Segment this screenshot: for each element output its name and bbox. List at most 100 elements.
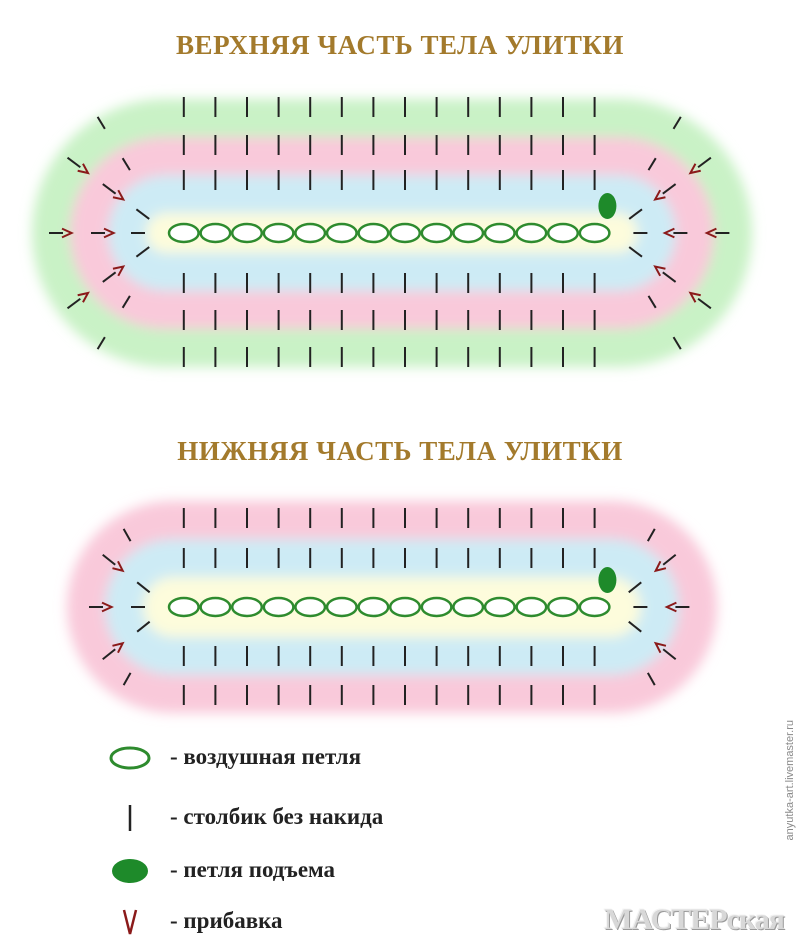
chain-loop <box>294 222 327 244</box>
chain-loop <box>483 222 516 244</box>
stitch-mark <box>662 648 677 661</box>
increase-mark <box>103 227 117 239</box>
stitch-mark <box>646 672 656 686</box>
chain-loop <box>546 222 580 244</box>
stitch-mark <box>135 246 150 258</box>
chain-loop <box>262 222 295 244</box>
legend-label: - прибавка <box>170 908 283 933</box>
stitch-mark <box>646 528 656 542</box>
stitch-mark <box>121 295 131 309</box>
chain-loop <box>388 222 422 244</box>
lift-loop <box>598 193 617 219</box>
increase-mark <box>112 189 126 201</box>
chain-loop <box>452 596 485 618</box>
chain-loop <box>420 596 453 618</box>
increase-mark <box>653 560 667 573</box>
chain-loop <box>262 596 295 618</box>
increase-mark <box>662 227 675 239</box>
chain-loop <box>230 596 264 618</box>
increase-mark <box>664 601 677 613</box>
chain-loop-icon <box>109 746 151 770</box>
title-bottom: НИЖНЯЯ ЧАСТЬ ТЕЛА УЛИТКИ <box>177 436 623 466</box>
increase-mark <box>77 291 90 303</box>
stitch-mark <box>102 183 117 195</box>
chain-loop <box>357 222 390 244</box>
increase-mark <box>653 641 667 654</box>
chain-loop <box>167 222 200 244</box>
chain-loop <box>325 222 358 244</box>
chain-loop <box>515 222 548 244</box>
stitch-mark <box>121 157 131 171</box>
legend-increase: - прибавка <box>100 902 600 942</box>
stitch-mark <box>96 336 106 350</box>
increase-mark <box>112 265 126 277</box>
single-crochet-icon <box>128 805 132 831</box>
chain-loop <box>546 596 580 618</box>
title-top: ВЕРХНЯЯ ЧАСТЬ ТЕЛА УЛИТКИ <box>176 30 624 60</box>
stitch-mark <box>628 208 643 220</box>
stitch-mark <box>662 183 677 195</box>
stitch-mark <box>102 648 116 661</box>
increase-mark <box>77 163 90 175</box>
chain-loop <box>325 596 358 618</box>
lift-loop-icon <box>112 859 148 883</box>
chain-loop <box>294 596 327 618</box>
stitch-mark <box>662 553 677 566</box>
stitch-mark <box>628 620 642 633</box>
stitch-mark <box>102 553 116 566</box>
legend-label: - петля подъема <box>170 857 336 882</box>
stitch-mark <box>136 620 151 633</box>
stitch-layer <box>89 508 690 705</box>
chain-loop <box>420 222 453 244</box>
stitch-mark <box>647 157 657 171</box>
increase-mark <box>653 265 666 277</box>
chain-loop <box>199 222 232 244</box>
chain-loop <box>515 596 548 618</box>
watermark-logo: МАСТЕРская <box>604 903 785 936</box>
stitch-mark <box>697 297 712 310</box>
chain-loop <box>483 596 516 618</box>
stitch-mark <box>66 297 81 310</box>
chain-loop <box>357 596 390 618</box>
stitch-mark <box>628 246 643 258</box>
chain-loop <box>388 596 422 618</box>
increase-mark <box>688 291 701 303</box>
chain-loop <box>167 596 200 618</box>
diagram-upper-body <box>32 97 752 367</box>
chain-loop <box>230 222 264 244</box>
watermark-url: anyutka-art.livemaster.ru <box>784 720 796 841</box>
stitch-mark <box>96 116 106 130</box>
diagram-lower-body <box>67 501 717 713</box>
stitch-mark <box>66 156 81 169</box>
chain-loop <box>199 596 232 618</box>
chain-loop <box>452 222 485 244</box>
increase-mark <box>704 227 717 239</box>
stitch-mark <box>647 295 657 309</box>
legend-label: - воздушная петля <box>170 744 362 769</box>
increase-mark <box>61 227 75 239</box>
increase-mark <box>101 601 115 613</box>
legend-single-crochet: - столбик без накида <box>100 798 600 838</box>
stitch-mark <box>102 271 117 283</box>
stitch-mark <box>122 528 132 542</box>
stitch-mark <box>697 156 712 169</box>
stitch-mark <box>672 116 682 130</box>
stitch-mark <box>135 208 150 220</box>
stitch-layer <box>49 97 730 367</box>
chain-loop <box>578 596 611 618</box>
increase-icon <box>122 909 138 935</box>
legend-chain-loop: - воздушная петля <box>100 738 600 778</box>
increase-mark <box>688 163 701 175</box>
stitch-mark <box>662 271 677 283</box>
increase-mark <box>112 560 125 573</box>
stitch-mark <box>122 672 132 686</box>
stitch-mark <box>672 336 682 350</box>
lift-loop <box>598 567 617 593</box>
increase-mark <box>653 189 666 201</box>
legend-label: - столбик без накида <box>170 804 384 829</box>
increase-mark <box>112 641 125 654</box>
stitch-mark <box>628 581 642 594</box>
legend-lift-loop: - петля подъема <box>100 851 600 891</box>
chain-loop <box>578 222 611 244</box>
stitch-mark <box>136 581 151 594</box>
